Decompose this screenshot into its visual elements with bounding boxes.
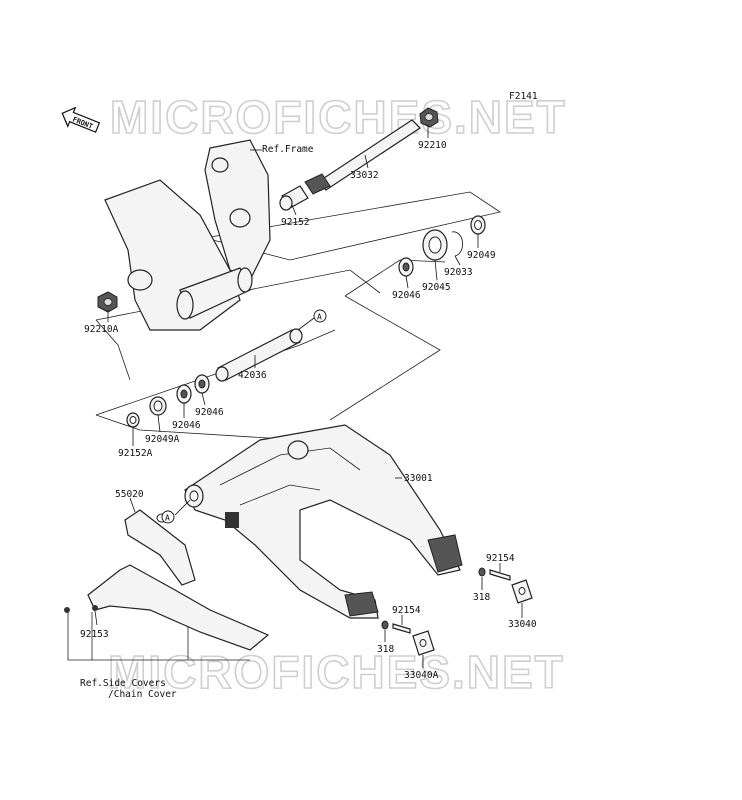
label-92049a: 92049A [145,434,180,445]
label-92049-right: 92049 [467,250,496,261]
label-92046-left-2: 92046 [172,420,201,431]
callout-a-lower-text: A [165,514,170,523]
label-318-upper: 318 [473,592,490,603]
swingarm-33001 [184,424,463,619]
label-55020: 55020 [115,489,144,500]
label-33040: 33040 [508,619,537,630]
callout-a-upper-text: A [317,313,322,322]
callout-a-lower: A [161,499,191,524]
circlip-92033 [451,231,464,257]
label-92033: 92033 [444,267,473,278]
washer-318-upper [478,567,486,577]
label-ref-side-covers-1: Ref.Side Covers [80,678,166,689]
label-33040a: 33040A [404,670,439,681]
part-labels: Ref.Frame 92210 33032 92152 92210A 92049… [80,140,537,700]
callout-a-upper: A [297,309,327,331]
washer-318-lower [381,620,389,630]
label-92152a: 92152A [118,448,153,459]
diagram-code: F2141 [509,91,538,102]
label-ref-frame: Ref.Frame [262,144,314,155]
label-92046-left-1: 92046 [195,407,224,418]
label-92210: 92210 [418,140,447,151]
label-ref-side-covers-2: /Chain Cover [108,689,177,700]
bolt-92154-upper [489,569,511,581]
adjuster-group-lower [381,620,435,656]
bearing-group-right [398,215,486,277]
sleeve-42036 [215,328,303,382]
screws-92153 [64,605,98,613]
watermark-top: MICROFICHES.NET [110,91,567,143]
label-92152: 92152 [281,217,310,228]
label-92154-upper: 92154 [486,553,515,564]
adjuster-group-upper [478,567,533,604]
label-92045: 92045 [422,282,451,293]
front-label: FRONT [71,115,94,130]
watermark-bottom: MICROFICHES.NET [108,646,565,698]
bolt-92154-lower [392,623,411,634]
label-92210a: 92210A [84,324,119,335]
chain-cover-reference [87,564,270,651]
frame-reference-drawing [104,139,271,331]
leader-lines [94,125,523,668]
label-92154-lower: 92154 [392,605,421,616]
front-arrow-icon: FRONT [61,106,101,133]
label-33032: 33032 [350,170,379,181]
nut-92210a [97,291,118,313]
label-33001: 33001 [404,473,433,484]
nut-92210 [419,107,439,128]
label-92153: 92153 [80,629,109,640]
collar-92152 [279,173,331,211]
label-92046-right: 92046 [392,290,421,301]
label-318-lower: 318 [377,644,394,655]
label-42036: 42036 [238,370,267,381]
